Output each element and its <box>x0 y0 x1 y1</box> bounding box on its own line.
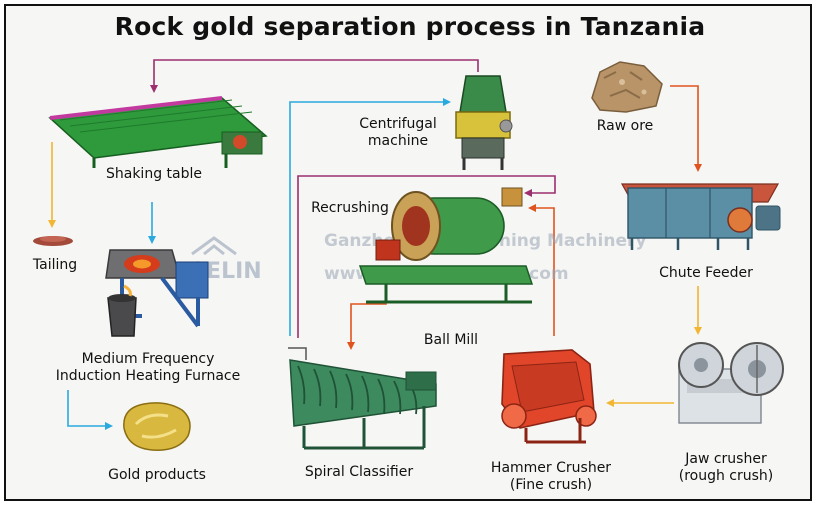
flow-arrows <box>48 59 702 430</box>
jaw-crusher-name: Jaw crusher <box>685 451 767 467</box>
chute-feeder-image <box>618 178 786 260</box>
arrow-classifier-to-centrifugal <box>289 98 451 336</box>
recrushing-label: Recrushing <box>311 200 389 216</box>
furnace-label: Medium Frequency Induction Heating Furna… <box>30 351 266 385</box>
ball-mill-image <box>356 182 536 316</box>
induction-furnace-image <box>102 246 218 346</box>
jaw-crusher-image <box>671 339 789 431</box>
chute-feeder-label: Chute Feeder <box>659 265 753 281</box>
furnace-note: Induction Heating Furnace <box>55 368 241 384</box>
arrow-furnace-to-gold <box>67 390 113 430</box>
tailing-pile-image <box>30 232 76 251</box>
jaw-crusher-note: (rough crush) <box>678 468 774 484</box>
tailing-label: Tailing <box>32 257 78 273</box>
ball-mill-label: Ball Mill <box>423 332 479 348</box>
centrifugal-machine-name: Centrifugal <box>359 116 437 132</box>
gold-products-label: Gold products <box>108 467 206 483</box>
centrifugal-machine-note: machine <box>367 133 429 149</box>
arrow-centrifugal-to-table <box>150 59 479 93</box>
spiral-classifier-label: Spiral Classifier <box>304 464 414 480</box>
raw-ore-image <box>586 58 666 118</box>
arrow-rawore-to-feeder <box>670 85 702 172</box>
hammer-crusher-name: Hammer Crusher <box>490 460 612 476</box>
furnace-name: Medium Frequency <box>81 351 215 367</box>
page-title: Rock gold separation process in Tanzania <box>114 12 706 41</box>
arrow-hammer-to-mill <box>528 204 555 336</box>
hammer-crusher-label: Hammer Crusher (Fine crush) <box>476 460 626 494</box>
centrifugal-machine-image <box>452 72 514 176</box>
jaw-crusher-label: Jaw crusher (rough crush) <box>656 451 796 485</box>
arrow-recrushing-loop <box>297 175 556 338</box>
shaking-table-label: Shaking table <box>105 166 202 182</box>
shaking-table-image <box>46 92 270 174</box>
centrifugal-machine-label: Centrifugal machine <box>348 116 448 150</box>
hammer-crusher-image <box>490 344 610 450</box>
process-diagram: GELIN Ganzhou GELIN Mining Machinery www… <box>4 4 812 501</box>
gold-product-image <box>118 398 194 458</box>
spiral-classifier-image <box>284 344 442 458</box>
raw-ore-label: Raw ore <box>596 118 654 134</box>
hammer-crusher-note: (Fine crush) <box>509 477 593 493</box>
